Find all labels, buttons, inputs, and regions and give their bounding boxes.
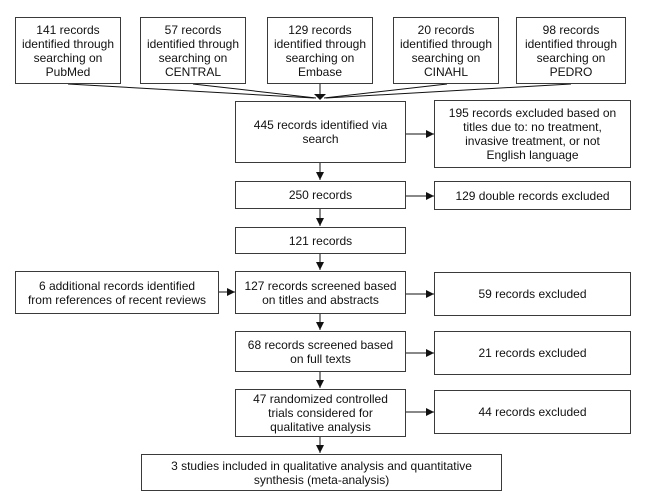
connector-pubmed	[67, 83, 315, 99]
box-fulltext: 68 records screened based on full texts	[235, 331, 406, 372]
box-excluded-screen: 59 records excluded	[434, 272, 631, 316]
source-box-pedro: 98 records identified through searching …	[516, 17, 626, 84]
source-box-central: 57 records identified through searching …	[140, 17, 246, 84]
box-excluded-titles: 195 records excluded based on titles due…	[434, 100, 631, 168]
source-box-pubmed: 141 records identified through searching…	[15, 17, 121, 84]
source-box-embase: 129 records identified through searching…	[267, 17, 373, 84]
connector-central	[192, 83, 317, 99]
box-excluded-fulltext: 21 records excluded	[434, 331, 631, 375]
box-excluded-rct: 44 records excluded	[434, 390, 631, 434]
box-rct: 47 randomized controlled trials consider…	[235, 389, 406, 437]
box-121-records: 121 records	[235, 227, 406, 254]
source-box-cinahl: 20 records identified through searching …	[393, 17, 499, 84]
connector-pedro	[325, 83, 572, 99]
box-250-records: 250 records	[235, 181, 406, 209]
box-screened: 127 records screened based on titles and…	[235, 271, 406, 314]
box-additional-records: 6 additional records identified from ref…	[15, 271, 219, 314]
box-identified: 445 records identified via search	[235, 101, 406, 163]
arrowhead-to-search	[314, 94, 326, 100]
box-included-studies: 3 studies included in qualitative analys…	[141, 454, 502, 491]
connector-cinahl	[323, 83, 448, 99]
box-double-excluded: 129 double records excluded	[434, 181, 631, 210]
